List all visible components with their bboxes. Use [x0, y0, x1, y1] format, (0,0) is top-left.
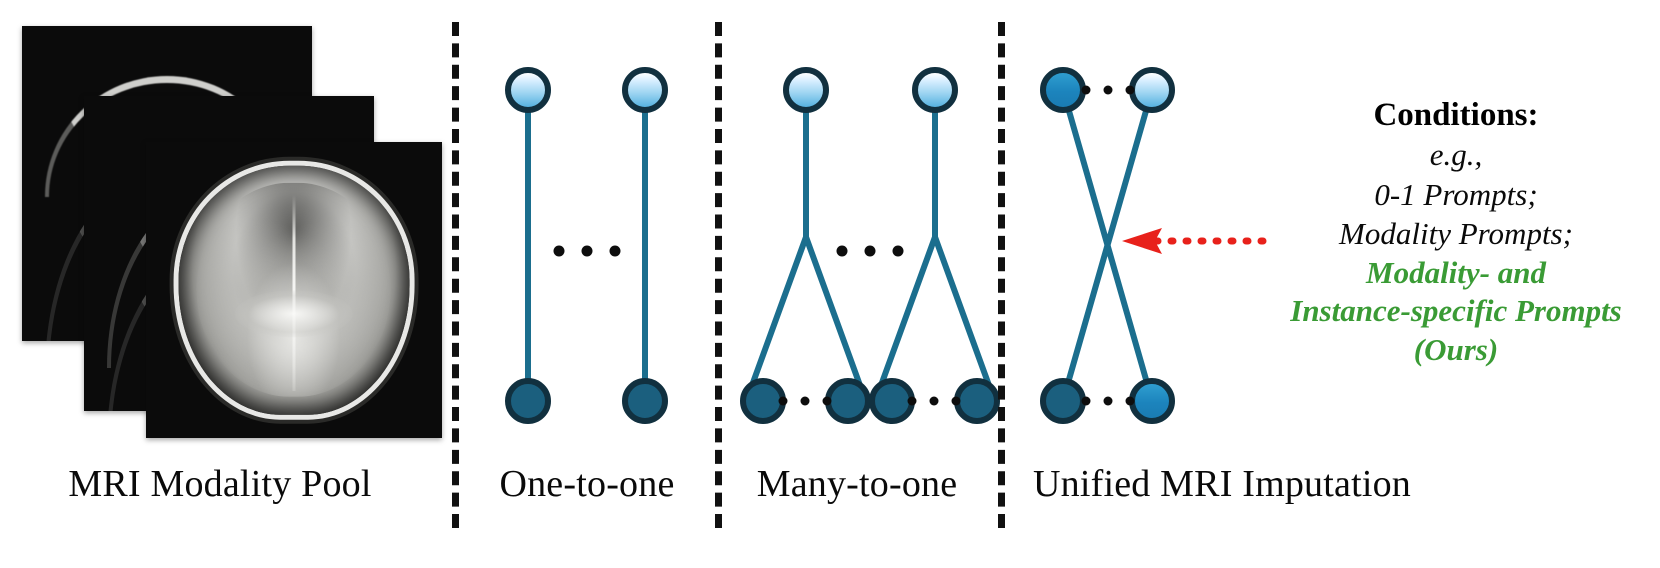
edge-line — [642, 92, 648, 400]
panel-separator — [715, 22, 722, 528]
node-target-dark — [954, 378, 1000, 424]
conditions-line-eg: e.g., — [1429, 136, 1483, 172]
red-dotted-arrow-icon — [1122, 228, 1276, 254]
panel-separator — [452, 22, 459, 528]
conditions-title-colon: : — [1527, 97, 1539, 133]
node-target-dark — [825, 378, 871, 424]
node-source-light — [783, 67, 829, 113]
panel-caption-one-to-one: One-to-one — [499, 463, 675, 505]
panel-caption-unified: Unified MRI Imputation — [1032, 463, 1412, 505]
panel-separator — [998, 22, 1005, 528]
conditions-legend: Conditions: e.g., 0-1 Prompts; Modality … — [1258, 96, 1654, 369]
ellipsis-dots — [1081, 85, 1135, 95]
panel-caption-many-to-one: Many-to-one — [756, 463, 958, 505]
node-source-light — [622, 67, 668, 113]
conditions-highlight-line-1: Modality- and — [1366, 254, 1546, 290]
edge-line — [871, 235, 938, 404]
edge-line — [525, 92, 531, 400]
edge-line — [803, 92, 809, 240]
ellipsis-dots — [778, 396, 832, 406]
mri-slice-icon — [146, 142, 442, 438]
node-target-dark — [1040, 378, 1086, 424]
ellipsis-dots — [553, 245, 621, 257]
node-source-light — [1129, 67, 1175, 113]
node-target-dark — [622, 378, 668, 424]
edge-line — [932, 92, 938, 240]
node-source-light — [912, 67, 958, 113]
panel-caption-mri-pool: MRI Modality Pool — [68, 463, 372, 505]
ellipsis-dots — [907, 396, 961, 406]
ellipsis-dots — [836, 245, 904, 257]
mri-modality-pool-stack — [14, 26, 444, 438]
node-source-mid — [1040, 67, 1086, 113]
conditions-title-text: Conditions — [1373, 97, 1528, 133]
ellipsis-dots — [1081, 396, 1135, 406]
node-source-light — [505, 67, 551, 113]
conditions-line-modality: Modality Prompts; — [1339, 216, 1573, 252]
conditions-highlight-line-2: Instance-specific Prompts — [1290, 293, 1622, 329]
conditions-title: Conditions: — [1258, 96, 1654, 135]
node-target-mid — [1129, 378, 1175, 424]
conditions-line-01: 0-1 Prompts; — [1374, 176, 1538, 212]
edge-line — [742, 235, 809, 404]
edge-line — [932, 235, 999, 404]
brain-axial-view — [146, 142, 442, 438]
node-target-dark — [505, 378, 551, 424]
conditions-highlight-line-3: (Ours) — [1413, 331, 1499, 367]
edge-line — [803, 235, 870, 404]
